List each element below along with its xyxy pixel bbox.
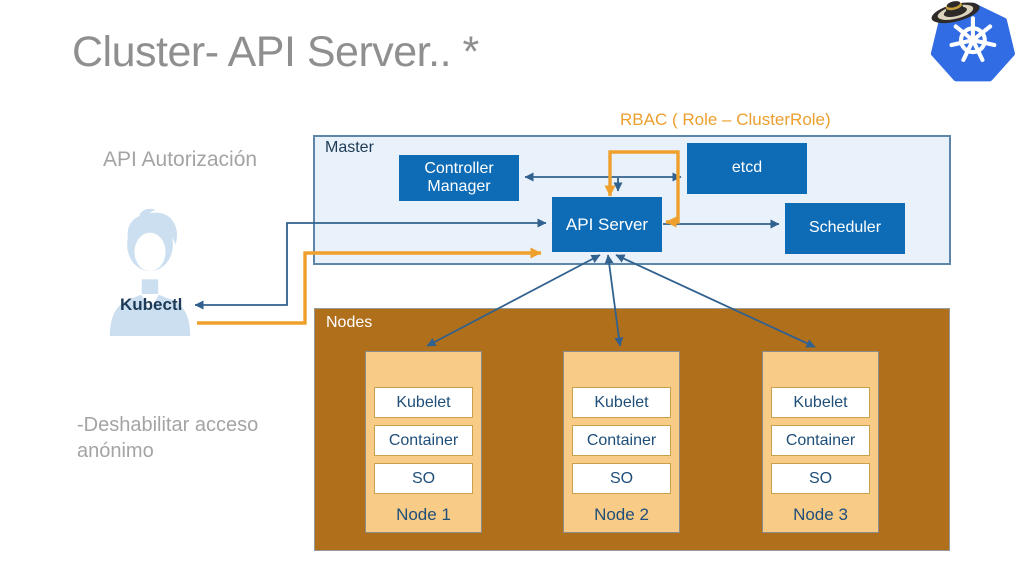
container-box: Container — [572, 425, 671, 456]
so-box: SO — [572, 463, 671, 494]
node-1-card: Kubelet Container SO Node 1 — [365, 351, 482, 533]
nodes-group-label: Nodes — [326, 314, 373, 331]
scheduler-box: Scheduler — [785, 203, 905, 254]
page-title: Cluster- API Server.. * — [72, 28, 479, 76]
kubectl-user-icon — [109, 208, 191, 336]
kubelet-box: Kubelet — [771, 387, 870, 418]
container-box: Container — [771, 425, 870, 456]
rbac-label: RBAC ( Role – ClusterRole) — [620, 110, 831, 129]
sombrero-hat-icon — [931, 1, 980, 24]
container-box: Container — [374, 425, 473, 456]
node-2-card: Kubelet Container SO Node 2 — [563, 351, 680, 533]
node-2-label: Node 2 — [594, 505, 649, 524]
node-3-card: Kubelet Container SO Node 3 — [762, 351, 879, 533]
controller-manager-box: Controller Manager — [399, 155, 519, 201]
so-box: SO — [771, 463, 870, 494]
api-authorization-note: API Autorización — [103, 148, 258, 171]
kubelet-box: Kubelet — [572, 387, 671, 418]
etcd-box: etcd — [687, 143, 807, 194]
node-3-label: Node 3 — [793, 505, 848, 524]
so-box: SO — [374, 463, 473, 494]
kubectl-label: Kubectl — [120, 295, 183, 314]
kubelet-box: Kubelet — [374, 387, 473, 418]
master-group-label: Master — [325, 139, 374, 156]
api-server-box: API Server — [552, 197, 662, 252]
kubernetes-logo-icon — [930, 1, 1015, 82]
disable-anonymous-note: -Deshabilitar acceso anónimo — [77, 414, 259, 462]
node-1-label: Node 1 — [396, 505, 451, 524]
